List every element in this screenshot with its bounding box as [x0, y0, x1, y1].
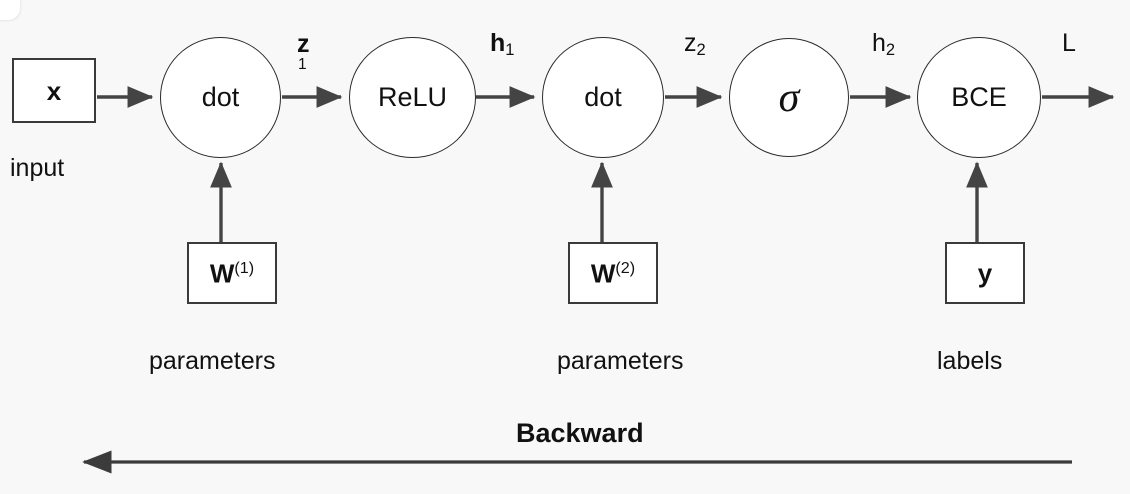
node-relu: ReLU: [349, 37, 476, 158]
weight2-caption: parameters: [557, 347, 684, 375]
weight1-box-label: W(1): [209, 258, 255, 289]
node-sigmoid: σ: [729, 38, 849, 157]
weight2-box: W(2): [568, 242, 658, 304]
input-caption: input: [10, 154, 65, 182]
edge-label-z1-base: z: [297, 30, 310, 58]
node-dot1-label: dot: [201, 82, 240, 112]
node-relu-label: ReLU: [377, 82, 448, 112]
edge-label-h1: h1: [490, 29, 515, 60]
weight1-caption: parameters: [149, 347, 276, 375]
edge-label-h1-subscript: 1: [505, 41, 515, 60]
labels-box: y: [945, 242, 1025, 304]
edge-label-h2: h2: [872, 29, 896, 60]
edge-label-z2: z2: [684, 29, 706, 60]
node-bce: BCE: [917, 37, 1041, 158]
input-box: x: [12, 58, 96, 123]
node-dot2: dot: [542, 37, 664, 158]
input-box-label: x: [46, 75, 62, 106]
weight2-superscript: (2): [615, 258, 636, 277]
weight1-box: W(1): [187, 242, 277, 304]
edge-label-z2-subscript: 2: [696, 41, 706, 60]
weight2-box-label: W(2): [590, 258, 636, 289]
node-dot1: dot: [160, 37, 281, 158]
node-bce-label: BCE: [951, 82, 1007, 112]
node-sigmoid-label: σ: [778, 74, 800, 121]
edge-label-z1: z 1: [297, 31, 310, 74]
labels-caption: labels: [937, 347, 1003, 375]
panel-corner-artifact: [0, 0, 20, 20]
node-dot2-label: dot: [584, 82, 622, 112]
edge-label-h2-subscript: 2: [885, 41, 896, 60]
edge-label-z1-subscript: 1: [298, 56, 307, 74]
edge-label-h2-base: h: [872, 29, 886, 57]
edge-label-h1-base: h: [490, 29, 506, 57]
edge-label-loss: L: [1062, 29, 1076, 57]
backward-label: Backward: [516, 418, 644, 448]
edge-label-z2-base: z: [684, 29, 697, 57]
labels-box-label: y: [977, 258, 993, 288]
weight1-superscript: (1): [234, 258, 255, 277]
